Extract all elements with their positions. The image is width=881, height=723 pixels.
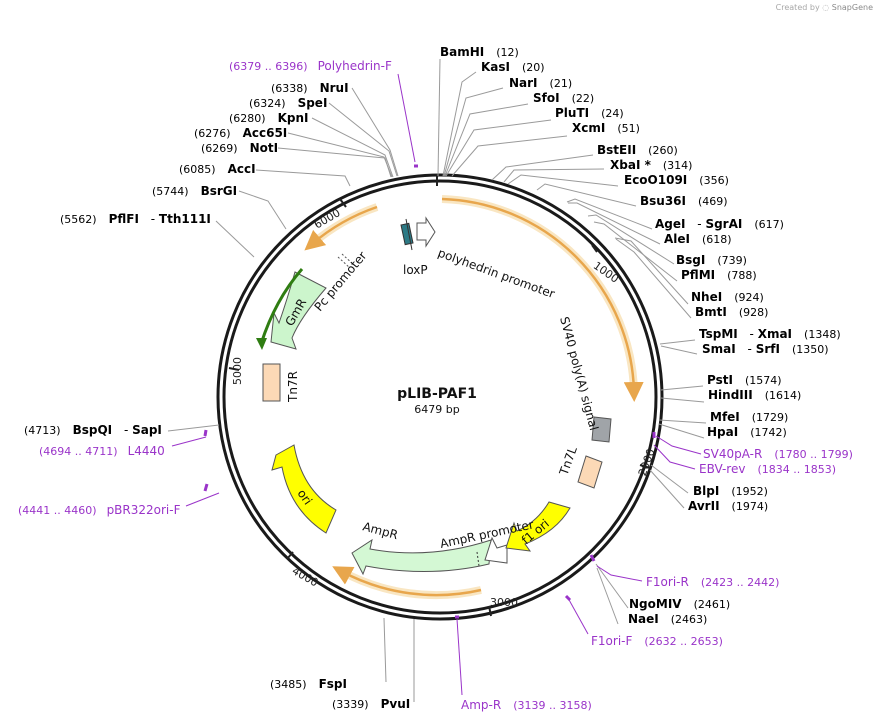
tn7r-box[interactable] xyxy=(262,363,281,402)
backbone xyxy=(216,173,664,621)
enzyme-label: MfeI(1729) xyxy=(710,410,788,424)
credit-prefix: Created by xyxy=(775,3,820,12)
enzyme-label: XcmI(51) xyxy=(572,121,640,135)
snapgene-credit: Created by ◌ SnapGene xyxy=(776,3,873,12)
enzyme-label: Bsu36I(469) xyxy=(640,194,728,208)
tn7l-box[interactable] xyxy=(577,455,603,489)
enzyme-label: (3339)PvuI xyxy=(332,697,410,711)
enzyme-label: (6280)KpnI xyxy=(229,111,308,125)
enzyme-label: (6085)AccI xyxy=(179,162,256,176)
enzyme-label: (3485)FspI xyxy=(270,677,347,691)
tick-1000 xyxy=(591,244,598,253)
enzyme-label: NgoMIV(2461) xyxy=(629,597,730,611)
enzyme-labels: BamHI(12) KasI(20) NarI(21) SfoI(22) Plu… xyxy=(24,45,841,711)
ampr-label: AmpR xyxy=(361,519,399,542)
enzyme-label: NaeI(2463) xyxy=(628,612,707,626)
tick-6000 xyxy=(339,198,347,208)
enzyme-label: BstEII(260) xyxy=(597,143,678,157)
gmr-orf-arrowhead xyxy=(256,338,267,350)
gmr-arrow[interactable] xyxy=(270,271,327,350)
enzyme-label: (5744)BsrGI xyxy=(152,184,237,198)
enzyme-label: BsgI(739) xyxy=(676,253,747,267)
orf-arc-3 xyxy=(332,566,482,597)
enzyme-label: (6276)Acc65I xyxy=(194,126,287,140)
primer-label: SV40pA-R(1780 .. 1799) xyxy=(703,447,853,461)
primer-markers xyxy=(171,73,702,696)
enzyme-label: AgeI - SgrAI(617) xyxy=(655,217,784,231)
enzyme-label: HindIII(1614) xyxy=(708,388,801,402)
tick-label-2000: 2000 xyxy=(636,447,658,478)
enzyme-label: PluTI(24) xyxy=(555,106,624,120)
enzyme-label: NheI(924) xyxy=(691,290,764,304)
enzyme-label: AleI(618) xyxy=(664,232,732,246)
tn7r-label: Tn7R xyxy=(286,371,300,403)
credit-brand: SnapGene xyxy=(831,3,873,12)
enzyme-label: (6338)NruI xyxy=(271,81,349,95)
enzyme-label: AvrII(1974) xyxy=(688,499,768,513)
polyhedrin-promoter-arrow[interactable] xyxy=(416,216,436,248)
polyhedrin-promoter-label: polyhedrin promoter xyxy=(436,246,557,301)
enzyme-label: (6269)NotI xyxy=(201,141,278,155)
plasmid-name: pLIB-PAF1 xyxy=(397,386,477,402)
f1-ori-arrow[interactable] xyxy=(505,501,571,552)
enzyme-label: SfoI(22) xyxy=(533,91,594,105)
orf-arc-1 xyxy=(441,197,644,402)
tn7l-label: Tn7L xyxy=(556,444,580,478)
tick-4000 xyxy=(286,551,294,560)
sv40-box[interactable] xyxy=(591,416,612,443)
enzyme-label: EcoO109I(356) xyxy=(624,173,729,187)
primer-label: (4441 .. 4460)pBR322ori-F xyxy=(18,503,181,517)
tick-marks xyxy=(228,174,651,617)
tick-label-5000: 5000 xyxy=(231,357,244,385)
enzyme-label: SmaI - SrfI(1350) xyxy=(702,342,829,356)
loxp-line xyxy=(405,218,413,251)
enzyme-label: BamHI(12) xyxy=(440,45,519,59)
ori-arrow[interactable] xyxy=(271,444,337,534)
orf-arc-2 xyxy=(304,205,378,251)
tick-label-3000: 3000 xyxy=(490,596,518,609)
enzyme-label: XbaI *(314) xyxy=(610,158,692,172)
snapgene-logo-icon: ◌ xyxy=(822,3,830,12)
enzyme-label: (4713)BspQI - SapI xyxy=(24,423,162,437)
loxp-label: loxP xyxy=(403,263,428,277)
enzyme-label: BlpI(1952) xyxy=(693,484,768,498)
ampr-promoter-arrow[interactable] xyxy=(484,536,508,564)
tick-3000 xyxy=(488,605,492,617)
enzyme-label: PflMI(788) xyxy=(681,268,757,282)
orf-arcs xyxy=(304,195,644,600)
plasmid-size: 6479 bp xyxy=(414,403,459,416)
enzyme-label: TspMI - XmaI(1348) xyxy=(699,327,841,341)
enzyme-label: KasI(20) xyxy=(481,60,545,74)
tick-label-4000: 4000 xyxy=(290,564,321,589)
enzyme-label: BmtI(928) xyxy=(695,305,768,319)
primer-label: F1ori-R(2423 .. 2442) xyxy=(646,575,779,589)
tick-5000 xyxy=(228,367,240,371)
feature-shapes xyxy=(256,216,612,576)
primer-label: EBV-rev(1834 .. 1853) xyxy=(699,462,836,476)
primer-label: Amp-R(3139 .. 3158) xyxy=(461,698,592,712)
enzyme-label: (5562)PflFI - Tth111I xyxy=(60,212,211,226)
gmr-orf-line xyxy=(259,268,304,345)
pc-promoter-dashes xyxy=(337,256,351,269)
enzyme-label: HpaI(1742) xyxy=(707,425,787,439)
tick-2000 xyxy=(639,464,651,469)
primer-label: F1ori-F(2632 .. 2653) xyxy=(591,634,723,648)
enzyme-label: PstI(1574) xyxy=(707,373,782,387)
pc-promoter-dashes-2 xyxy=(341,253,355,266)
ampr-arrow[interactable] xyxy=(351,538,492,576)
primer-label: (6379 .. 6396)Polyhedrin-F xyxy=(229,59,392,73)
sv40-polya-label: SV40 poly(A) signal xyxy=(557,315,601,432)
enzyme-leader-lines xyxy=(167,58,707,702)
pc-promoter-label: Pc promoter xyxy=(312,249,370,314)
enzyme-label: NarI(21) xyxy=(509,76,572,90)
primer-label: (4694 .. 4711)L4440 xyxy=(39,444,165,458)
orf-arc-3-glow xyxy=(339,567,482,600)
enzyme-label: (6324)SpeI xyxy=(249,96,327,110)
primer-labels: (6379 .. 6396)Polyhedrin-F SV40pA-R(1780… xyxy=(18,59,853,712)
